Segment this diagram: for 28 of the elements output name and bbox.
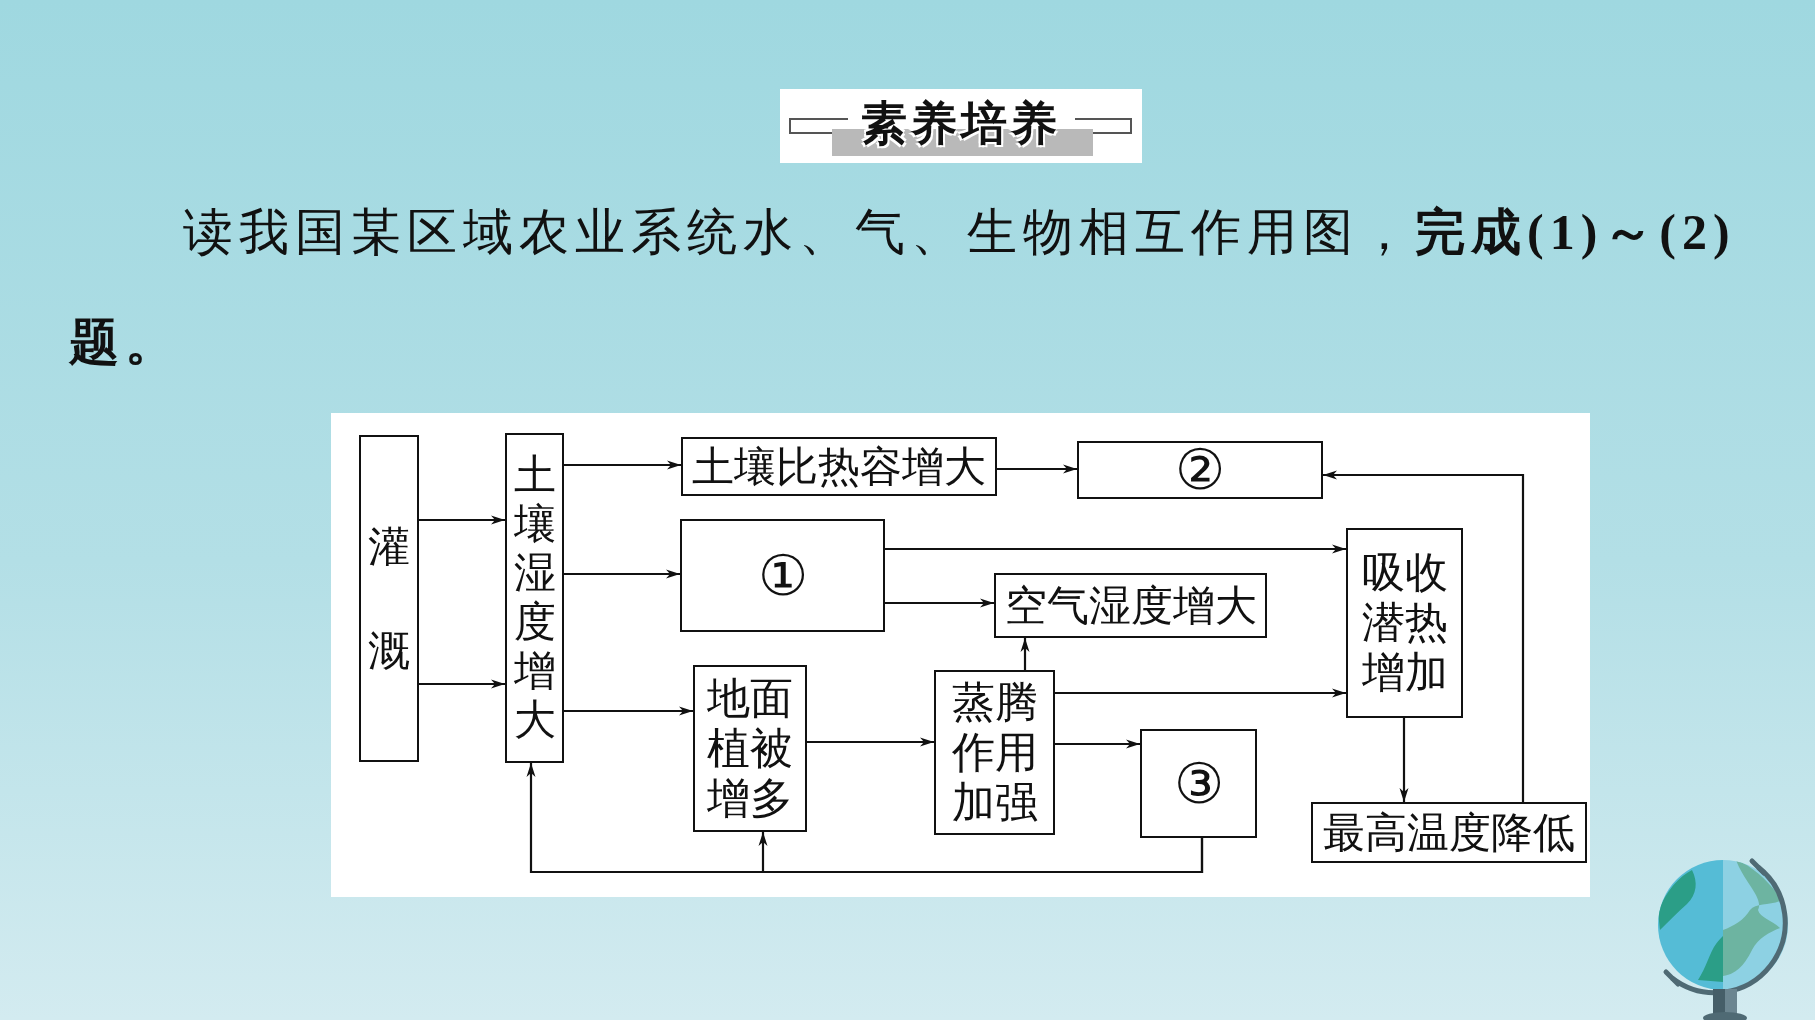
arrow — [564, 460, 681, 470]
process-box: 地面植被增多 — [693, 665, 807, 832]
question-text: 读我国某区域农业系统水、气、生物相互作用图，完成(1)～(2)题。 — [69, 203, 1737, 372]
title: 素养培养 — [861, 97, 1061, 149]
process-box: 土壤比热容增大 — [681, 437, 997, 496]
process-box: 吸收潜热增加 — [1346, 528, 1463, 718]
process-box: 灌溉 — [359, 435, 419, 762]
numbered-box: ② — [1077, 441, 1323, 499]
process-box: 空气湿度增大 — [994, 573, 1267, 638]
arrow — [1020, 638, 1030, 670]
arrow — [564, 569, 680, 579]
arrow — [997, 464, 1077, 474]
arrow — [807, 737, 934, 747]
numbered-box: ③ — [1140, 729, 1257, 838]
numbered-box: ① — [680, 519, 885, 632]
arrow — [1055, 739, 1140, 749]
arrow — [1055, 688, 1346, 698]
arrow — [885, 598, 994, 608]
arrow — [758, 832, 1204, 874]
arrow — [419, 515, 505, 525]
arrow — [1323, 470, 1525, 802]
arrow — [885, 544, 1346, 554]
arrow — [564, 706, 693, 716]
process-box: 最高温度降低 — [1311, 802, 1587, 863]
process-box: 土壤湿度增大 — [505, 433, 564, 763]
process-box: 蒸腾作用加强 — [934, 670, 1055, 835]
arrow — [419, 679, 505, 689]
arrow — [1399, 718, 1409, 802]
